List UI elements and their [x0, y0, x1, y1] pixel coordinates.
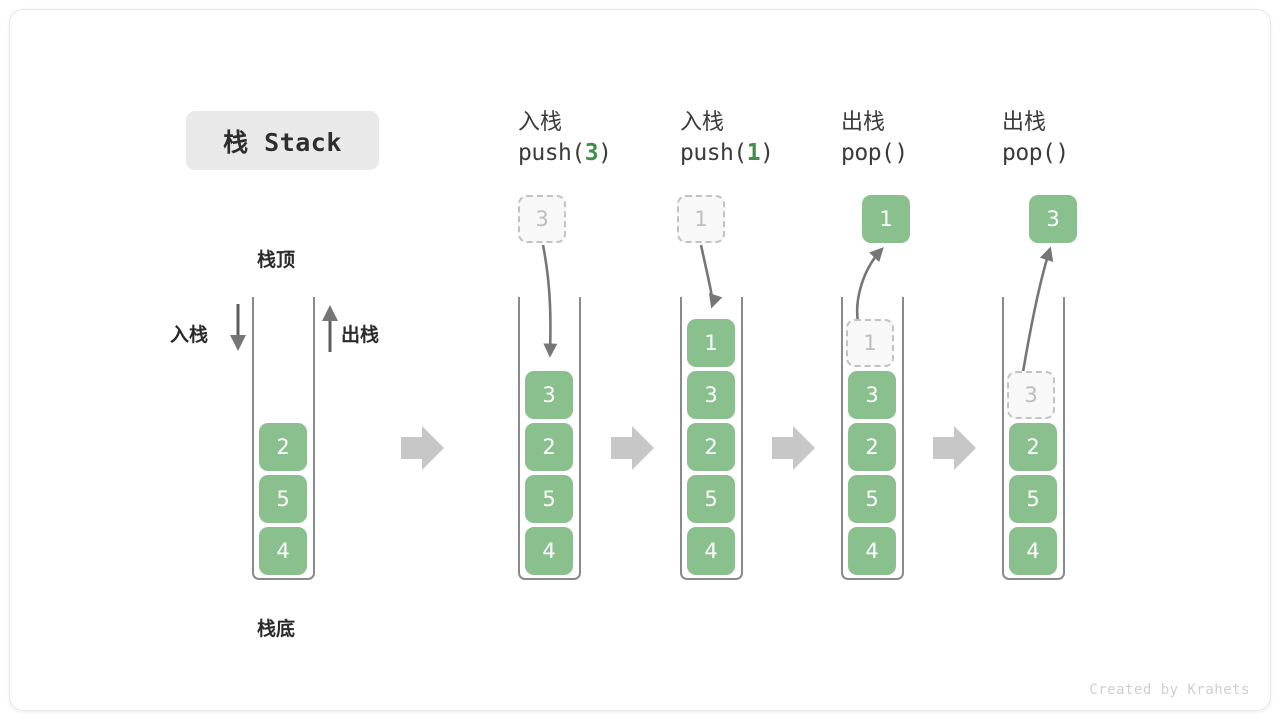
column-header-cn: 入栈 [518, 110, 563, 135]
code-arg: 3 [584, 139, 599, 166]
stack-container-pop-3 [1002, 297, 1065, 580]
stack-cell: 3 [687, 371, 735, 419]
column-header-pop-1: 出栈 pop() [841, 108, 908, 169]
watermark-credit: Created by Krahets [1089, 682, 1250, 698]
push-label: 入栈 [170, 324, 209, 346]
stack-cell: 4 [1009, 527, 1057, 575]
column-header-cn: 出栈 [841, 110, 886, 135]
stack-cell: 4 [848, 527, 896, 575]
incoming-element-ghost: 1 [677, 195, 725, 243]
stack-container-initial [252, 297, 315, 580]
column-header-code: pop() [1002, 139, 1069, 166]
stack-cell: 1 [687, 319, 735, 367]
stack-cell: 5 [687, 475, 735, 523]
column-header-push-3: 入栈 push(3) [518, 108, 612, 169]
column-header-cn: 入栈 [680, 110, 725, 135]
column-header-code: pop() [841, 139, 908, 166]
stack-cell: 2 [1009, 423, 1057, 471]
column-header-code: push(3) [518, 139, 612, 166]
column-header-code: push(1) [680, 139, 774, 166]
outgoing-element: 1 [862, 195, 910, 243]
stack-cell: 4 [687, 527, 735, 575]
page-title: 栈 Stack [186, 111, 379, 170]
column-header-push-1: 入栈 push(1) [680, 108, 774, 169]
code-arg: 1 [746, 139, 761, 166]
outgoing-element: 3 [1029, 195, 1077, 243]
stack-cell-ghost: 3 [1007, 371, 1055, 419]
stack-cell-ghost: 1 [846, 319, 894, 367]
stack-cell: 5 [259, 475, 307, 523]
incoming-element-ghost: 3 [518, 195, 566, 243]
stack-cell: 5 [1009, 475, 1057, 523]
stack-cell: 3 [848, 371, 896, 419]
stack-cell: 4 [259, 527, 307, 575]
stack-top-label: 栈顶 [257, 249, 296, 271]
stack-cell: 2 [848, 423, 896, 471]
stack-cell: 2 [525, 423, 573, 471]
stack-cell: 3 [525, 371, 573, 419]
pop-label: 出栈 [341, 324, 380, 346]
stack-container-pop-1 [841, 297, 904, 580]
column-header-cn: 出栈 [1002, 110, 1047, 135]
column-header-pop-3: 出栈 pop() [1002, 108, 1069, 169]
stack-bottom-label: 栈底 [257, 618, 296, 640]
stack-cell: 2 [259, 423, 307, 471]
stack-cell: 5 [848, 475, 896, 523]
stack-container-push-1 [680, 297, 743, 580]
stack-cell: 5 [525, 475, 573, 523]
stack-container-push-3 [518, 297, 581, 580]
stack-cell: 2 [687, 423, 735, 471]
stack-cell: 4 [525, 527, 573, 575]
